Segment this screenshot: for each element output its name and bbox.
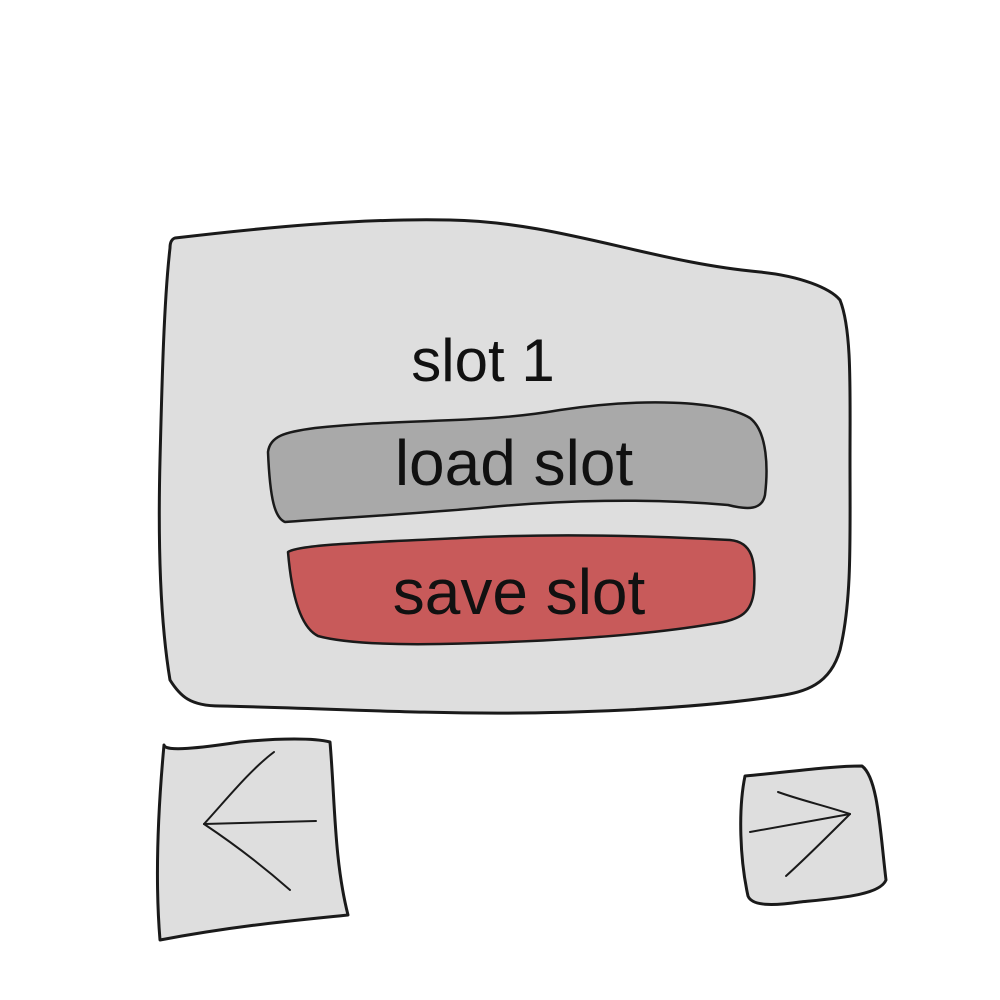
load-slot-button[interactable]: load slot <box>266 401 768 524</box>
arrow-left-icon <box>203 751 317 891</box>
load-slot-label: load slot <box>395 427 634 499</box>
save-slot-label: save slot <box>393 556 646 628</box>
next-slot-button-background <box>739 764 888 906</box>
save-slot-button-background <box>286 534 756 646</box>
next-slot-button[interactable] <box>739 764 888 906</box>
save-slot-button[interactable]: save slot <box>286 534 756 646</box>
previous-slot-button-background <box>155 737 350 942</box>
previous-slot-button[interactable] <box>155 737 350 942</box>
load-slot-button-background <box>266 401 768 524</box>
arrow-right-icon <box>749 791 851 877</box>
slot-title: slot 1 <box>411 327 554 394</box>
